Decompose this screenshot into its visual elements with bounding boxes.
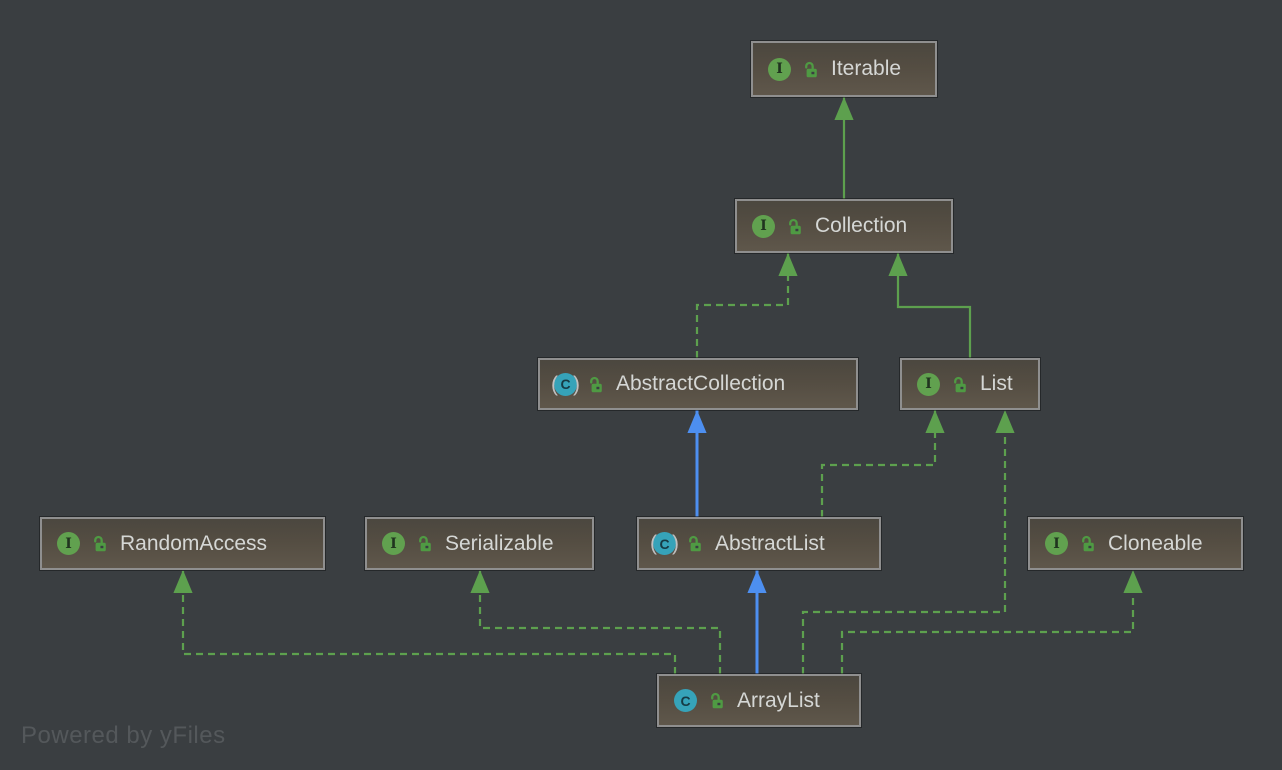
node-iterable[interactable]: I Iterable <box>751 41 937 97</box>
public-unlocked-icon <box>954 376 966 392</box>
public-unlocked-icon <box>590 376 602 392</box>
interface-icon: I <box>382 532 405 555</box>
node-label: Cloneable <box>1108 531 1203 555</box>
abstract-paren-open: ( <box>551 372 558 396</box>
node-label: Collection <box>815 214 908 237</box>
node-label: AbstractList <box>715 531 825 555</box>
node-label: List <box>980 372 1013 395</box>
edge-array-list-to-serializable <box>470 570 722 674</box>
node-label: AbstractCollection <box>616 372 786 395</box>
public-unlocked-icon <box>789 218 801 234</box>
node-collection[interactable]: I Collection <box>735 199 953 253</box>
abstract-paren-close: ) <box>672 532 679 555</box>
interface-icon: I <box>752 214 775 238</box>
node-abstract-list[interactable]: (C) AbstractList <box>637 517 881 570</box>
edge-array-list-to-cloneable <box>840 570 1143 674</box>
edge-abstract-collection-to-collection <box>695 253 798 358</box>
public-unlocked-icon <box>689 535 701 552</box>
abstract-class-icon: C <box>653 532 676 555</box>
interface-icon: I <box>768 57 791 81</box>
node-label: RandomAccess <box>120 531 268 555</box>
public-unlocked-icon <box>94 535 106 552</box>
node-label: Serializable <box>445 531 554 555</box>
edge-abstract-list-to-list <box>820 410 945 517</box>
node-random-access[interactable]: I RandomAccess <box>40 517 325 570</box>
edge-array-list-to-list <box>801 410 1015 674</box>
node-serializable[interactable]: I Serializable <box>365 517 594 570</box>
interface-icon: I <box>1045 532 1068 555</box>
edge-list-to-collection <box>888 253 972 358</box>
node-abstract-collection[interactable]: (C) AbstractCollection <box>538 358 858 410</box>
public-unlocked-icon <box>805 61 817 77</box>
node-label: ArrayList <box>737 688 820 712</box>
edge-array-list-to-random-access <box>173 570 677 674</box>
public-unlocked-icon <box>419 535 431 552</box>
abstract-class-icon: C <box>554 372 577 396</box>
interface-icon: I <box>57 532 80 555</box>
yfiles-watermark: Powered by yFiles <box>21 722 226 749</box>
abstract-paren-close: ) <box>573 372 580 396</box>
public-unlocked-icon <box>1082 535 1094 552</box>
interface-icon: I <box>917 372 940 396</box>
abstract-paren-open: ( <box>650 532 657 555</box>
node-array-list[interactable]: C ArrayList <box>657 674 861 727</box>
class-icon: C <box>674 689 697 712</box>
node-label: Iterable <box>831 57 902 80</box>
public-unlocked-icon <box>711 692 723 709</box>
node-cloneable[interactable]: I Cloneable <box>1028 517 1243 570</box>
node-list[interactable]: I List <box>900 358 1040 410</box>
